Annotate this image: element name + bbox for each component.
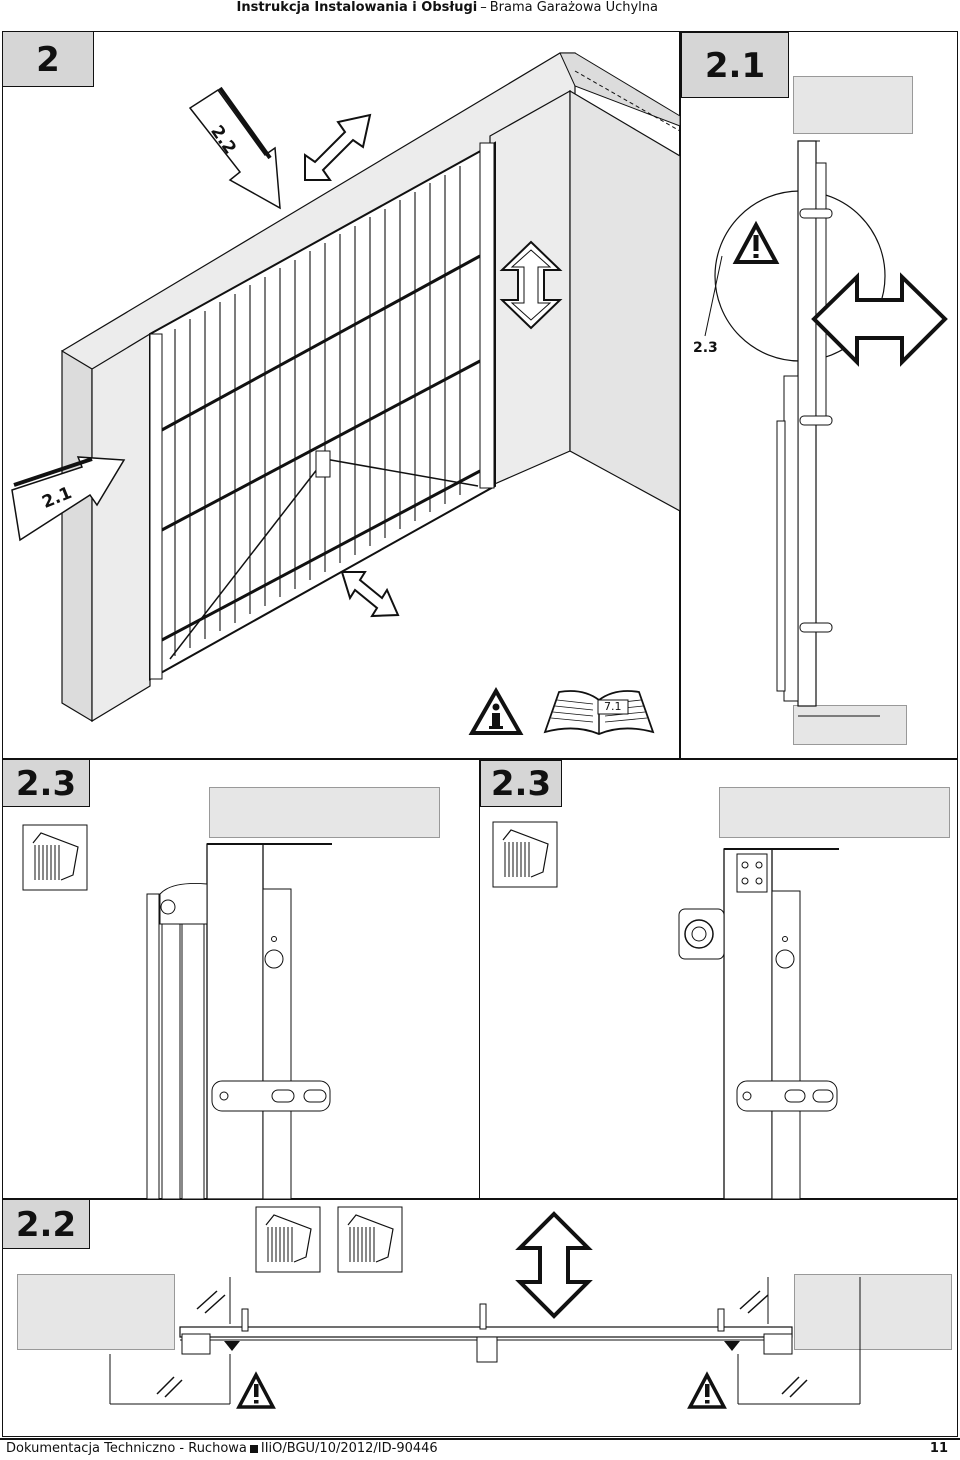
header-subtitle: Brama Garażowa Uchylna (489, 0, 658, 15)
note-box-bottom-left (17, 1274, 175, 1350)
double-arrow-horizontal-icon (811, 272, 948, 367)
page-footer: Dokumentacja Techniczno - Ruchowa IIiO/BG… (0, 1438, 960, 1460)
bottom-rail-detail (109, 1277, 861, 1405)
frame-side-profile (704, 140, 886, 717)
note-box-bottom-right (794, 1274, 952, 1350)
detail-2-3-right-label: 2.3 (480, 760, 562, 807)
page-number: 11 (929, 1441, 948, 1456)
double-arrow-diagonal-icon (304, 113, 372, 181)
garage-door-illustration (61, 52, 681, 723)
spirit-level-icon-3 (255, 1206, 321, 1273)
note-box-mid-right (719, 787, 950, 838)
detail-2-3-left-label: 2.3 (2, 759, 90, 807)
warning-triangle-icon-2 (236, 1371, 276, 1409)
spirit-level-icon (22, 824, 88, 891)
header-separator: – (480, 0, 487, 15)
note-box-bottom (793, 705, 907, 745)
footer-bullet (249, 1444, 258, 1453)
double-arrow-vertical-icon-2 (515, 1211, 593, 1319)
double-arrow-vertical-icon (499, 240, 563, 330)
note-box-mid-left (209, 787, 440, 838)
detail-2-1-label: 2.1 (681, 32, 789, 98)
detail-2-2-label: 2.2 (2, 1199, 90, 1249)
footer-doc-id: IIiO/BGU/10/2012/ID-90446 (260, 1441, 438, 1456)
page-header: Instrukcja Instalowania i Obsługi–Brama … (0, 0, 960, 18)
spirit-level-icon-2 (492, 821, 558, 888)
header-title: Instrukcja Instalowania i Obsługi (236, 0, 478, 15)
manual-book-icon (543, 690, 655, 735)
arrow-callout-2-2-icon (188, 86, 281, 210)
note-box-top (793, 76, 913, 134)
footer-doc-title: Dokumentacja Techniczno - Ruchowa (6, 1441, 247, 1456)
info-warning-icon (468, 686, 524, 735)
frame-bracket-detail-right (678, 848, 839, 1200)
spirit-level-icon-4 (337, 1206, 403, 1273)
warning-triangle-icon-3 (687, 1371, 727, 1409)
step-2-label: 2 (2, 31, 94, 87)
manual-ref-label: 7.1 (604, 700, 622, 713)
frame-bracket-detail-left (146, 843, 332, 1200)
circle-ref-label: 2.3 (693, 340, 718, 356)
warning-triangle-icon (732, 220, 780, 264)
arrow-callout-2-1-icon (11, 456, 126, 542)
double-arrow-diagonal-icon-2 (340, 571, 400, 618)
